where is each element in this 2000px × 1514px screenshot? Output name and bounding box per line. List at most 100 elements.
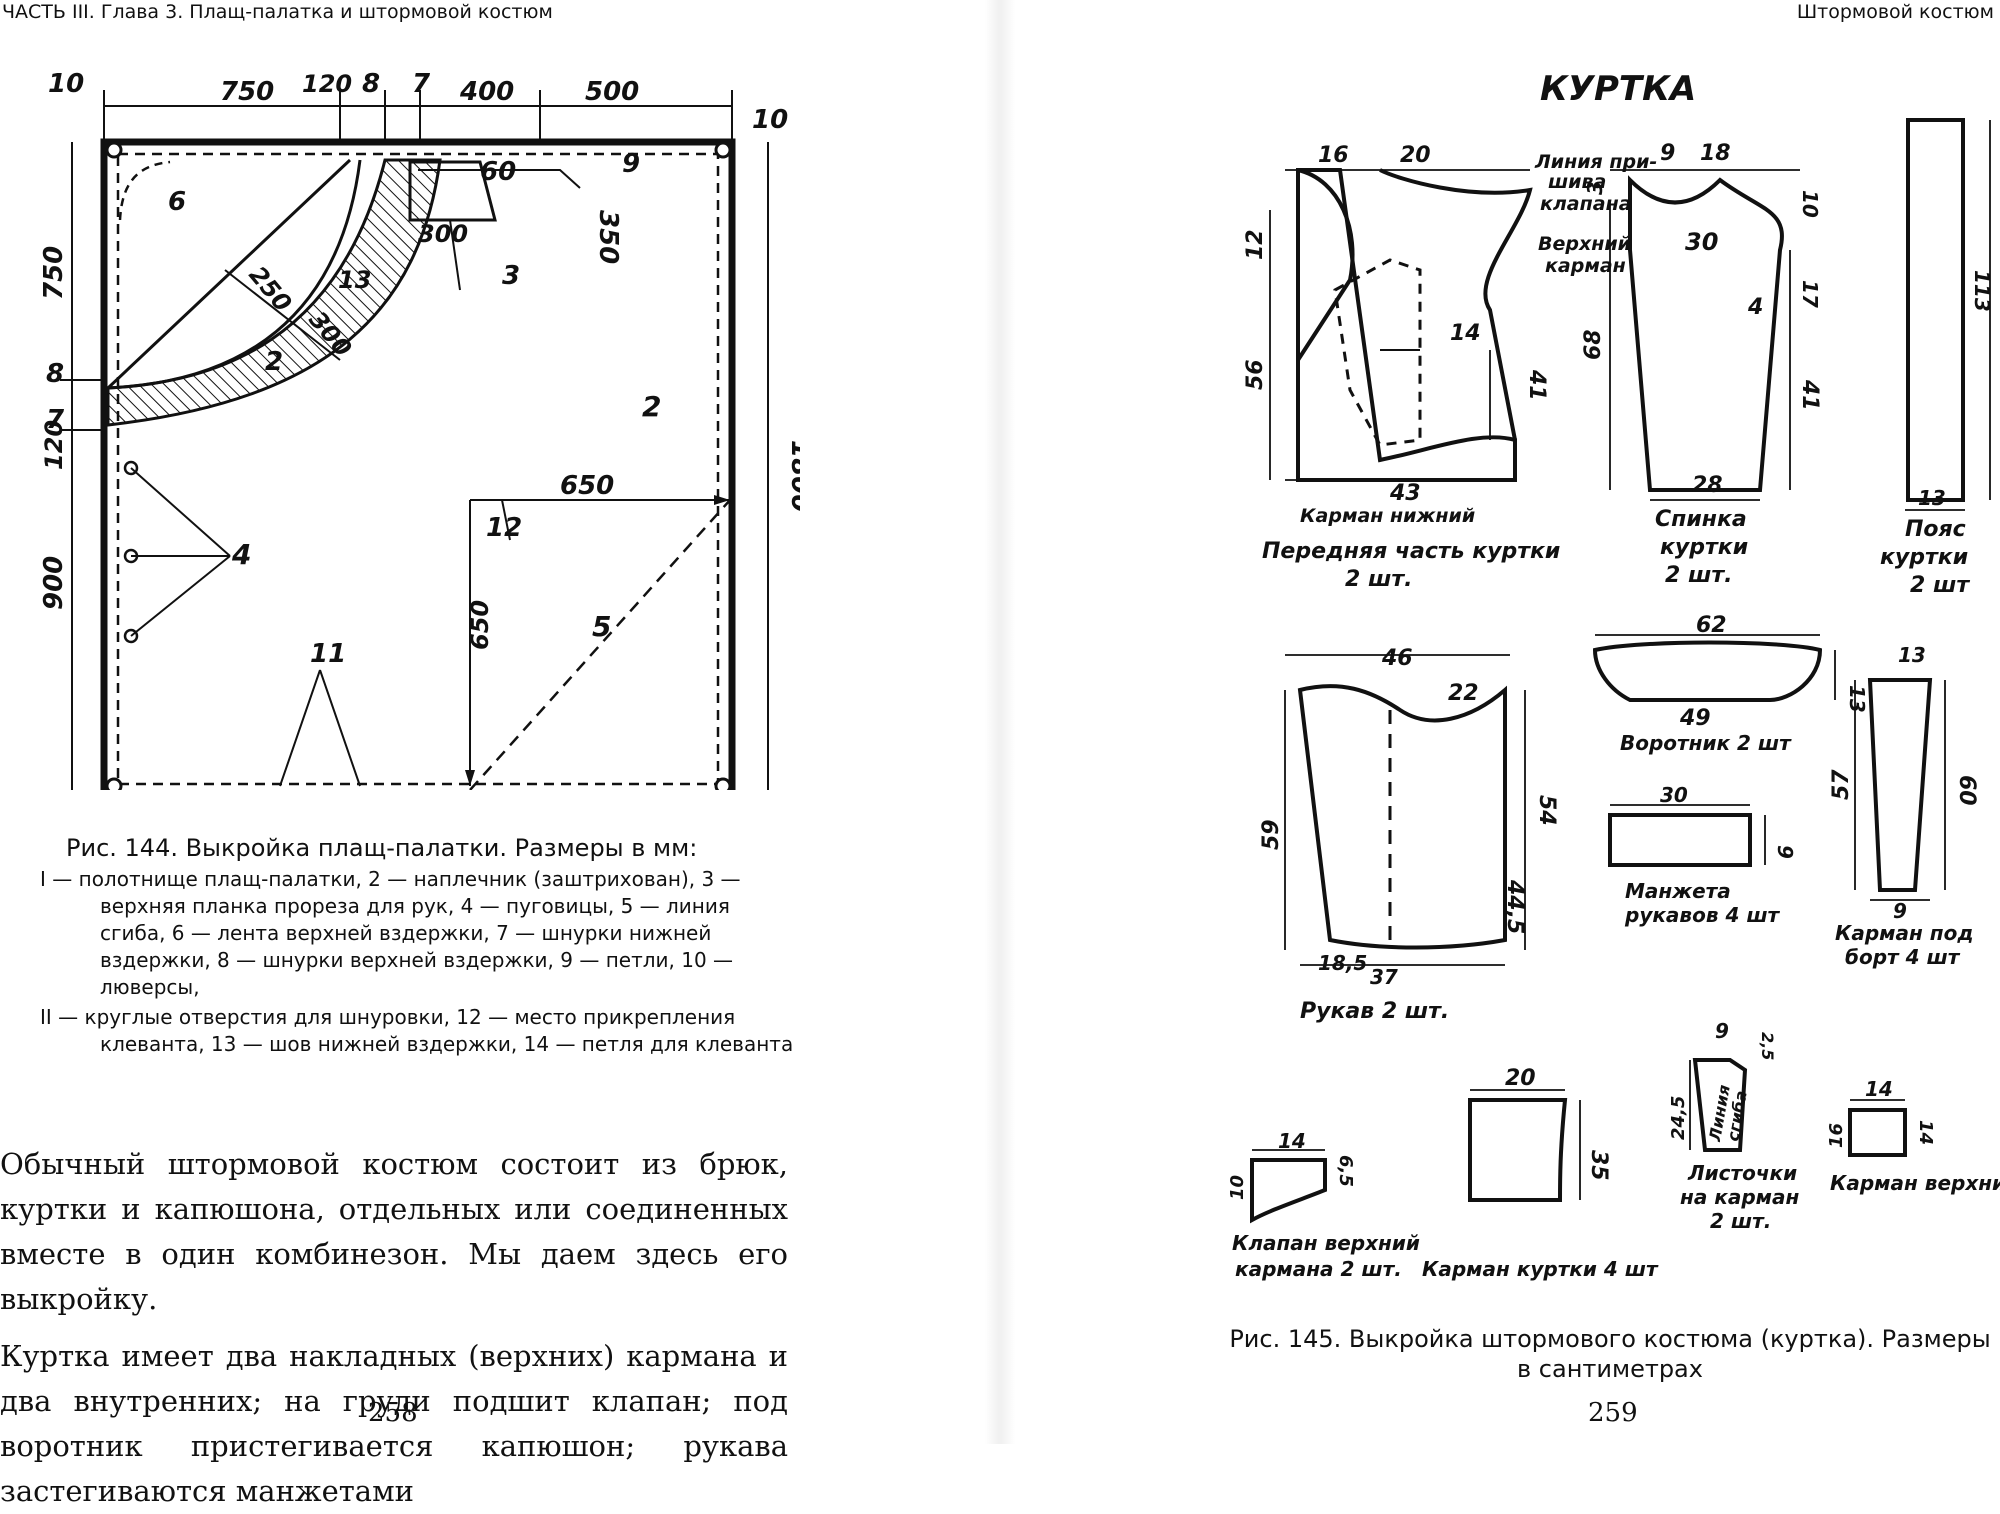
jacket-pocket-outline: [1468, 1098, 1568, 1202]
leaves-qty: 2 шт.: [1710, 1209, 1771, 1233]
upper-pocket-name: Карман верхний 2 шт.: [1830, 1171, 2000, 1195]
body-paragraph: Обычный штормовой костюм состоит из брюк…: [0, 1147, 788, 1316]
cuff-dim-30: 30: [1660, 783, 1688, 807]
upper-pocket-dim-16: 16: [1826, 1123, 1847, 1148]
flap-dim-6-5: 6,5: [1335, 1155, 1356, 1187]
flap-outline: [1250, 1158, 1327, 1224]
front-label-line2: шива: [1548, 171, 1606, 193]
caption-145: Рис. 145. Выкройка штормового костюма (к…: [1215, 1324, 2000, 1384]
dim-900-left: 900: [40, 556, 69, 610]
front-piece-outline: [1296, 168, 1517, 482]
front-dim-43: 43: [1389, 481, 1421, 506]
back-dim-9: 9: [1660, 141, 1675, 166]
figure-144-raincoat-pattern: 750 120 400 500 750 120 900 1800 1800 60…: [40, 70, 800, 790]
underflap-name-1: Карман под: [1835, 921, 1974, 945]
collar-dim-13: 13: [1845, 685, 1869, 713]
back-dim-10: 10: [1798, 190, 1822, 218]
label-7-left: 7: [46, 405, 65, 435]
underflap-dim-60: 60: [1954, 775, 1979, 806]
leaves-dim-9: 9: [1715, 1019, 1729, 1043]
front-dim-41: 41: [1524, 369, 1549, 401]
running-head-right: Штормовой костюм: [1796, 1, 1994, 23]
back-dim-30: 30: [1685, 228, 1718, 256]
jacket-heading: КУРТКА: [1540, 69, 1696, 109]
body-text: Обычный штормовой костюм состоит из брюк…: [0, 1142, 788, 1514]
front-lower-pocket: Карман нижний: [1300, 505, 1475, 527]
label-3: 3: [502, 261, 520, 291]
front-dim-56: 56: [1243, 359, 1268, 390]
sleeve-dim-37: 37: [1370, 965, 1398, 989]
leaves-name-1: Листочки: [1687, 1161, 1797, 1185]
underflap-dim-13: 13: [1898, 643, 1926, 667]
back-dim-28: 28: [1692, 473, 1723, 498]
jacket-pocket-name: Карман куртки 4 шт: [1422, 1257, 1659, 1281]
cuff-dim-9: 9: [1773, 845, 1797, 859]
front-dim-16: 16: [1318, 143, 1349, 168]
front-label-line1: Линия при-: [1534, 151, 1657, 173]
label-11: 11: [310, 639, 346, 669]
underflap-pocket-outline: [1867, 678, 1933, 892]
back-dim-68: 68: [1581, 329, 1606, 360]
sleeve-dim-22: 22: [1448, 681, 1479, 706]
leaves-dim-2-5: 2,5: [1758, 1032, 1777, 1060]
dim-500: 500: [585, 77, 639, 107]
dim-750-left: 750: [40, 246, 69, 300]
flap-dim-14: 14: [1278, 1129, 1306, 1153]
buttons: [123, 460, 139, 644]
front-qty: 2 шт.: [1345, 567, 1412, 592]
back-dim-18: 18: [1700, 141, 1731, 166]
back-dim-41: 41: [1797, 379, 1822, 411]
underflap-dim-57: 57: [1829, 769, 1854, 800]
flap-name-2: кармана 2 шт.: [1235, 1257, 1402, 1281]
belt-qty: 2 шт: [1910, 573, 1970, 598]
leaves-name-2: на карман: [1680, 1185, 1800, 1209]
page-number-right: 259: [1588, 1398, 1638, 1428]
label-2-hatched: 2: [265, 347, 283, 377]
cuff-name-2: рукавов 4 шт: [1624, 903, 1781, 927]
dim-750-top: 750: [220, 77, 274, 107]
label-6: 6: [168, 187, 186, 217]
right-page: Штормовой костюм КУРТКА: [1000, 0, 2000, 1444]
belt-name-1: Пояс: [1905, 517, 1966, 542]
sleeve-dim-59: 59: [1259, 819, 1284, 850]
label-10-tr: 10: [752, 105, 788, 135]
dim-350: 350: [593, 210, 623, 264]
belt-dim-113: 113: [1970, 270, 1994, 312]
pocket-leaves-outline: [1692, 1058, 1748, 1152]
cuff-outline: [1608, 813, 1752, 867]
label-8-top: 8: [362, 70, 380, 99]
label-10-tl: 10: [48, 70, 84, 99]
underflap-name-2: борт 4 шт: [1845, 945, 1961, 969]
label-4: 4: [231, 538, 251, 571]
sleeve-dim-46: 46: [1381, 646, 1413, 671]
figure-145-jacket-pattern: КУРТКА: [1000, 60, 2000, 1320]
belt-name-2: куртки: [1880, 545, 1968, 570]
dim-400: 400: [459, 77, 514, 107]
back-piece-outline: [1628, 175, 1784, 492]
collar-name: Воротник 2 шт: [1620, 731, 1792, 755]
flap-name-1: Клапан верхний: [1232, 1231, 1420, 1255]
dim-650-v: 650: [466, 600, 494, 650]
back-name-2: куртки: [1660, 535, 1748, 560]
caption-144-legend: I — полотнище плащ-палатки, 2 — наплечни…: [40, 866, 800, 1058]
front-pocket-2: карман: [1545, 255, 1626, 277]
collar-dim-49: 49: [1679, 706, 1711, 731]
upper-pocket-dim-14: 14: [1865, 1077, 1893, 1101]
flap-dim-10: 10: [1227, 1175, 1248, 1200]
label-7-top: 7: [412, 70, 431, 99]
dim-250: 250: [243, 261, 297, 317]
figure-144-drawing: 750 120 400 500 750 120 900 1800 1800 60…: [40, 70, 800, 790]
leaves-dim-24-5: 24,5: [1668, 1096, 1689, 1140]
collar-dim-62: 62: [1696, 613, 1727, 638]
back-dim-3: 3: [1583, 181, 1607, 195]
label-2: 2: [642, 390, 661, 423]
underflap-dim-9: 9: [1893, 899, 1907, 923]
front-name: Передняя часть куртки: [1262, 539, 1560, 564]
label-12: 12: [486, 513, 522, 543]
back-qty: 2 шт.: [1665, 563, 1732, 588]
belt-outline: [1906, 118, 1965, 502]
legend-item: I — полотнище плащ-палатки, 2 — наплечни…: [40, 867, 741, 999]
left-page: ЧАСТЬ III. Глава 3. Плащ-палатка и шторм…: [0, 0, 800, 1508]
sleeve-dim-18-5: 18,5: [1318, 951, 1367, 975]
legend-item: II — круглые отверстия для шнуровки, 12 …: [40, 1005, 794, 1056]
